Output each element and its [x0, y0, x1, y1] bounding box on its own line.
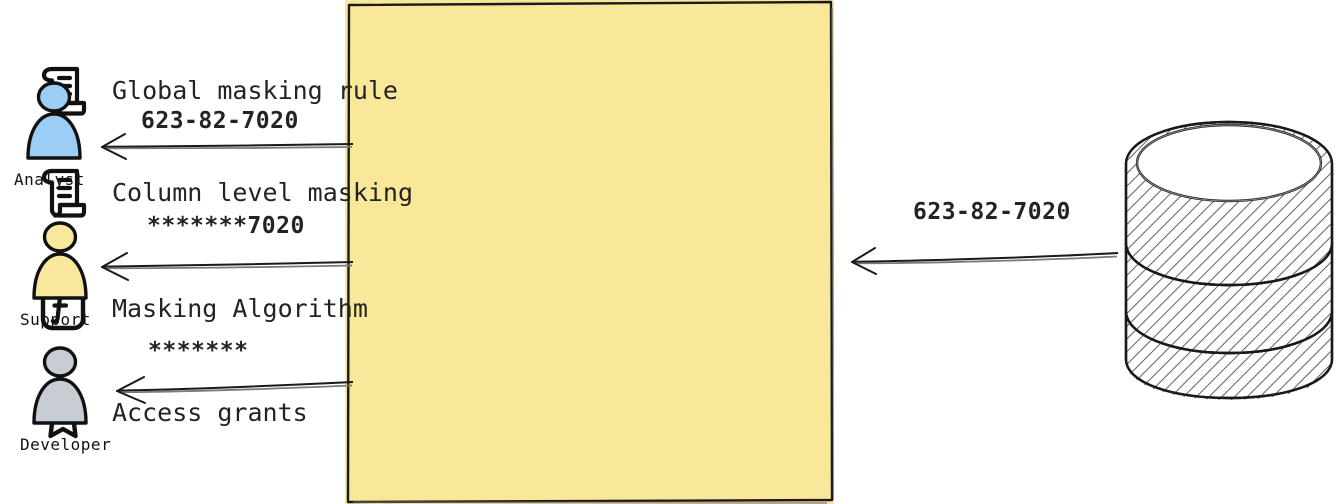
flow-value-database: 623-82-7020: [913, 199, 1071, 225]
panel-row-label: Column level masking: [112, 177, 414, 207]
actor-support[interactable]: Support: [18, 218, 128, 329]
arrow-to-support: [101, 252, 354, 281]
flow-value-support: *******7020: [147, 213, 305, 239]
arrow-database-to-panel: [851, 247, 1119, 275]
user-icon: [16, 78, 96, 168]
arrow-to-developer: [116, 376, 354, 404]
panel-row-global-masking-rule[interactable]: Global masking rule: [38, 60, 478, 120]
actor-label: Support: [20, 310, 91, 329]
flow-value-developer: *******: [148, 338, 249, 364]
flow-value-analyst: 623-82-7020: [141, 108, 299, 134]
database-cylinder-icon: [1118, 118, 1340, 403]
actor-developer[interactable]: Developer: [18, 343, 128, 454]
scroll-icon: [38, 165, 88, 219]
arrow-to-analyst: [101, 133, 354, 160]
actor-analyst[interactable]: Analyst: [12, 78, 122, 189]
actor-label: Developer: [20, 435, 112, 454]
panel-row-column-level-masking[interactable]: Column level masking: [38, 162, 478, 222]
user-icon: [22, 343, 102, 433]
user-icon: [22, 218, 102, 308]
actor-label: Analyst: [14, 170, 85, 189]
panel-row-label: Masking Algorithm: [112, 293, 368, 323]
panel-row-label: Global masking rule: [112, 75, 398, 105]
